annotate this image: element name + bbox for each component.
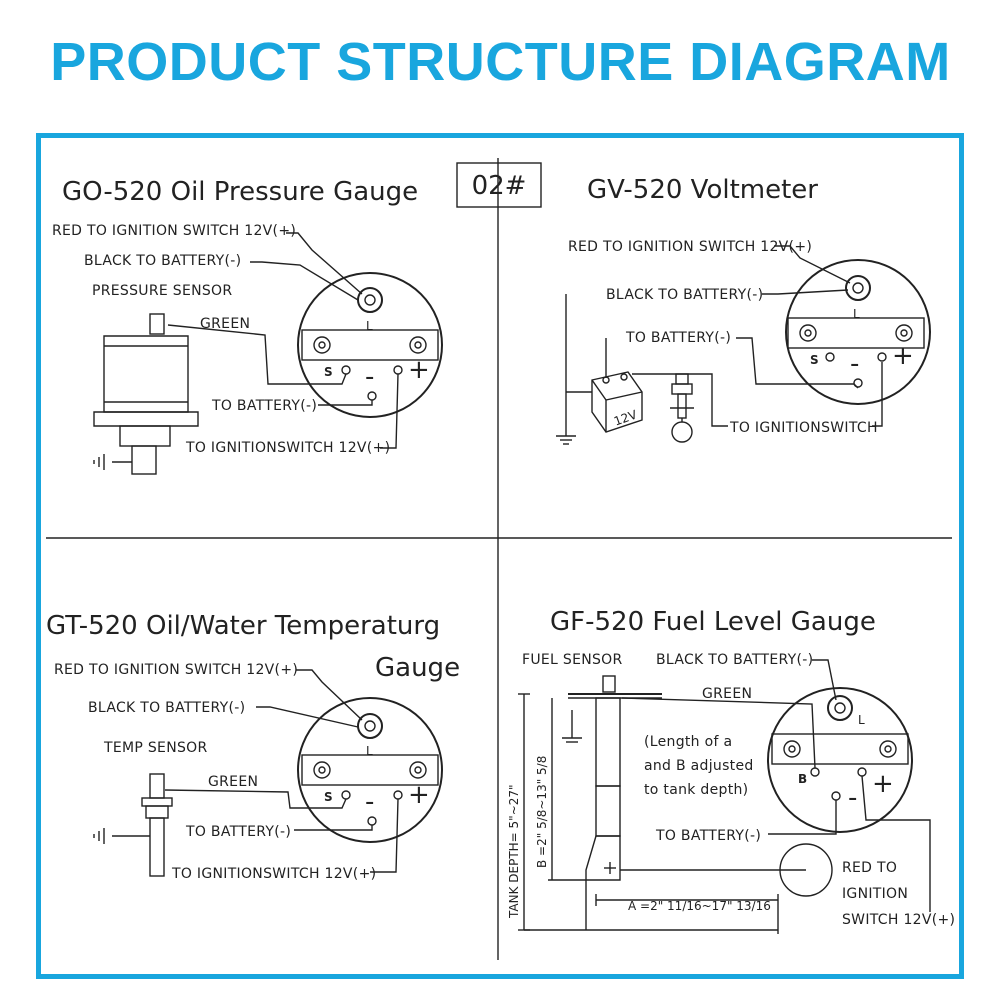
fuel-note-line1: (Length of a [644,734,732,750]
temp-battery-label: TO BATTERY(-) [185,824,291,840]
volt-black-label: BLACK TO BATTERY(-) [606,287,763,303]
oil-green-label: GREEN [200,316,250,332]
panel-fuel-level: GF-520 Fuel Level Gauge FUEL SENSOR BLAC… [507,607,955,934]
oil-pressure-title: GO-520 Oil Pressure Gauge [62,177,418,207]
temp-green-label: GREEN [208,774,258,790]
panel-oil-pressure: GO-520 Oil Pressure Gauge 02# RED TO IGN… [52,162,542,475]
volt-terminal-plus: + [892,341,914,371]
fuel-red-line3: SWITCH 12V(+) [842,912,955,928]
panel-voltmeter: GV-520 Voltmeter RED TO IGNITION SWITCH … [556,175,931,445]
oil-red-label: RED TO IGNITION SWITCH 12V(+) [52,223,296,239]
dimension-lines [518,693,779,934]
fuel-gauge-back: L B - + [767,687,913,833]
temp-terminal-s: S [324,790,333,804]
volt-ground-icon [556,428,576,445]
a-dimension-label: A =2" 11/16~17" 13/16 [628,899,771,913]
temp-sensor-icon [93,773,173,877]
volt-terminal-s: S [810,353,819,367]
temp-gauge-back: L S - + [297,697,443,843]
oil-terminal-l: L [366,319,373,333]
battery-icon: 12V [591,371,643,433]
oil-gauge-back: L S - + [297,272,443,418]
temp-sensor-label: TEMP SENSOR [103,740,208,756]
fuel-terminal-l: L [858,713,865,727]
fuel-note-line2: and B adjusted [644,758,754,774]
volt-red-label: RED TO IGNITION SWITCH 12V(+) [568,239,812,255]
fuel-battery-label: TO BATTERY(-) [655,828,761,844]
fuel-red-line1: RED TO [842,860,897,876]
oil-terminal-minus: - [365,362,374,392]
fuel-green-label: GREEN [702,686,752,702]
oil-sensor-label: PRESSURE SENSOR [92,283,232,299]
oil-black-label: BLACK TO BATTERY(-) [84,253,241,269]
temp-black-label: BLACK TO BATTERY(-) [88,700,245,716]
temp-ignition-label: TO IGNITIONSWITCH 12V(+) [171,866,376,882]
diagram-frame [36,133,964,979]
fuel-title: GF-520 Fuel Level Gauge [550,607,876,637]
fuel-black-label: BLACK TO BATTERY(-) [656,652,813,668]
fuel-sensor-icon [562,675,833,897]
fuel-terminal-minus: - [848,783,857,813]
oil-terminal-plus: + [408,355,430,385]
fuel-terminal-plus: + [872,769,894,799]
pressure-sensor-icon [93,313,199,475]
temperature-title-line2: Gauge [375,653,460,683]
model-badge-box [456,162,542,208]
b-dimension-label: B =2" 5/8~13" 5/8 [535,756,549,868]
volt-ignition-label: TO IGNITIONSWITCH [729,420,878,436]
fuel-red-line2: IGNITION [842,886,908,902]
panel-temperature: GT-520 Oil/Water Temperaturg Gauge RED T… [46,611,460,882]
volt-terminal-minus: - [850,349,859,379]
fuel-sensor-label: FUEL SENSOR [522,652,623,668]
volt-battery-label: TO BATTERY(-) [625,330,731,346]
voltmeter-gauge-back: L S - + [785,259,931,405]
tank-depth-label: TANK DEPTH= 5"~27" [507,784,521,919]
page-title: PRODUCT STRUCTURE DIAGRAM [50,32,951,92]
temp-terminal-plus: + [408,780,430,810]
oil-terminal-s: S [324,365,333,379]
oil-ignition-label: TO IGNITIONSWITCH 12V(+) [185,440,390,456]
temperature-title: GT-520 Oil/Water Temperaturg [46,611,440,641]
temp-terminal-minus: - [365,787,374,817]
oil-battery-label: TO BATTERY(-) [211,398,317,414]
fuel-note-line3: to tank depth) [644,782,748,798]
temp-terminal-l: L [366,744,373,758]
ignition-switch-icon [670,373,694,443]
volt-terminal-l: L [853,307,860,321]
fuel-terminal-b: B [798,772,807,786]
voltmeter-title: GV-520 Voltmeter [587,175,818,205]
model-badge: 02# [472,171,527,201]
temp-red-label: RED TO IGNITION SWITCH 12V(+) [54,662,298,678]
